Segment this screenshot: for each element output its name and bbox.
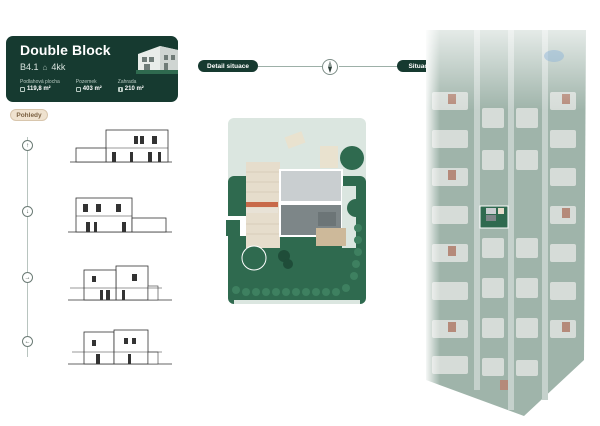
house-code: B4.1 — [20, 62, 39, 72]
compass-icon — [322, 59, 338, 75]
house-info-card: Double Block B4.1 ⌂ 4kk Podlahová plocha… — [6, 36, 178, 102]
site-plan[interactable] — [224, 116, 370, 306]
floor-area-icon — [20, 86, 25, 92]
nav-line-right — [339, 66, 397, 67]
nav-line-left — [258, 66, 322, 67]
stat-garden-value: 210 m² — [124, 86, 144, 92]
stat-plot-value: 403 m² — [82, 86, 102, 92]
elevation-east[interactable] — [66, 262, 176, 304]
view-arrow-icon[interactable]: ↑ — [22, 140, 33, 151]
view-arrow-icon[interactable]: → — [22, 272, 33, 283]
house-subtitle: B4.1 ⌂ 4kk — [20, 62, 65, 72]
house-stats: Podlahová plocha 119,8 m² Pozemek 403 m²… — [20, 79, 144, 92]
elevation-south[interactable] — [66, 194, 176, 236]
house-rooms: 4kk — [51, 62, 66, 72]
stat-plot-label: Pozemek — [75, 79, 97, 85]
selected-plot[interactable] — [479, 205, 509, 229]
stat-floor-area: Podlahová plocha 119,8 m² — [20, 79, 60, 92]
view-arrow-icon[interactable]: ↓ — [22, 206, 33, 217]
elevation-north[interactable] — [66, 126, 176, 166]
stat-floor-area-value: 119,8 m² — [27, 86, 51, 92]
house-title: Double Block — [20, 42, 111, 58]
house-separator-icon: ⌂ — [42, 62, 48, 72]
house-thumbnail — [134, 40, 178, 76]
pohledy-tab[interactable]: Pohledy — [10, 109, 48, 121]
stat-garden: Zahrada 210 m² — [117, 79, 144, 92]
garden-icon — [117, 86, 123, 92]
stat-garden-label: Zahrada — [117, 79, 137, 85]
detail-situace-button[interactable]: Detail situace — [198, 60, 258, 72]
view-arrow-icon[interactable]: ← — [22, 336, 33, 347]
plot-icon — [75, 86, 81, 92]
site-map[interactable] — [426, 0, 600, 426]
stat-plot: Pozemek 403 m² — [75, 79, 102, 92]
elevation-west[interactable] — [66, 324, 176, 368]
views-line — [27, 137, 28, 357]
stat-floor-area-label: Podlahová plocha — [20, 79, 60, 85]
